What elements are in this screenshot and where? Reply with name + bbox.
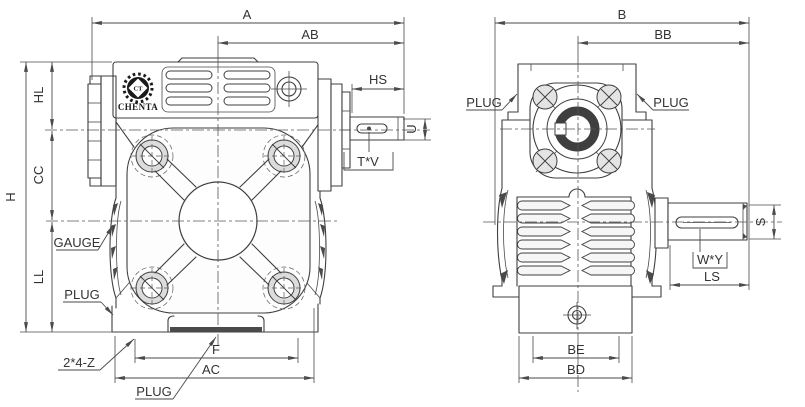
dim-tv-label: T*V: [357, 154, 379, 169]
dim-h: H: [3, 61, 112, 333]
dim-cc-label: CC: [31, 166, 46, 185]
front-dimensions: A AB HS U T*V: [3, 7, 431, 400]
base-recess: [170, 327, 262, 332]
side-base: [492, 279, 662, 334]
side-dimensions: B BB PLUG PLUG S: [466, 7, 781, 383]
dim-bb: BB: [578, 27, 749, 45]
plug-bottom-label: PLUG: [136, 384, 171, 399]
input-keyway: [356, 123, 388, 134]
flange-bolt: [532, 148, 558, 174]
dim-hs: HS: [351, 72, 404, 113]
dim-tv: T*V: [343, 132, 394, 171]
output-shaft: [654, 197, 748, 249]
callout-gauge: GAUGE: [54, 224, 114, 251]
dim-bb-label: BB: [654, 27, 671, 42]
plug-side-label: PLUG: [64, 287, 99, 302]
flange-bolt: [532, 84, 558, 110]
dim-be: BE: [532, 336, 620, 363]
dim-u-label: U: [404, 124, 419, 133]
dim-holes-label: 2*4-Z: [63, 355, 95, 370]
callout-plug-side: PLUG: [63, 287, 114, 316]
top-cover: CT CHENTA: [112, 57, 319, 119]
flange-bolt: [596, 84, 622, 110]
dim-hl-label: HL: [31, 87, 46, 104]
dim-s-label: S: [753, 217, 768, 226]
dim-a: A: [91, 7, 405, 114]
logo-monogram: CT: [133, 86, 143, 93]
dim-h-label: H: [3, 192, 18, 201]
side-view: B BB PLUG PLUG S: [466, 7, 782, 392]
dim-b-label: B: [618, 7, 627, 22]
dim-f: F: [134, 338, 299, 363]
face-bolt: [262, 134, 306, 178]
callout-plug-left: PLUG: [466, 93, 518, 111]
gauge-label: GAUGE: [54, 235, 101, 250]
face-ribs: [154, 158, 282, 286]
face-bolt: [130, 266, 174, 310]
dim-f-label: F: [212, 342, 220, 357]
oil-gauge-boss: [109, 197, 122, 299]
dim-cc: CC: [31, 131, 54, 220]
cover-screw-icon: [271, 71, 307, 107]
dim-wy-label: W*Y: [697, 252, 723, 267]
dim-bd: BD: [518, 336, 633, 383]
worm-shaft: [317, 78, 405, 192]
housing-body: [109, 117, 327, 333]
dim-ac-label: AC: [202, 362, 220, 377]
dim-ll-label: LL: [31, 270, 46, 284]
dim-u: U: [403, 118, 431, 141]
face-bolt: [262, 266, 306, 310]
dim-ls: LS: [669, 245, 749, 290]
dim-a-label: A: [243, 7, 252, 22]
dim-bd-label: BD: [567, 362, 585, 377]
dim-hl: HL: [31, 62, 54, 129]
dim-holes: 2*4-Z: [58, 338, 135, 371]
worm-housing-left: [496, 187, 509, 285]
dim-ab: AB: [218, 27, 404, 45]
chenta-logo-icon: CT: [122, 72, 154, 104]
output-face-plate: [126, 127, 311, 314]
dim-b: B: [494, 7, 750, 290]
base-bolt-icon: [563, 302, 591, 329]
input-flange-side: [501, 63, 653, 189]
dim-hs-label: HS: [369, 72, 387, 87]
dim-ll: LL: [31, 222, 54, 332]
brand-name: CHENTA: [118, 102, 158, 112]
side-boss-right: [314, 197, 327, 299]
cooling-fins: [516, 188, 635, 287]
dim-be-label: BE: [567, 342, 585, 357]
plug-right-label: PLUG: [653, 95, 688, 110]
plug-left-label: PLUG: [466, 95, 501, 110]
dim-wy: W*Y: [692, 229, 728, 269]
callout-plug-right: PLUG: [636, 93, 689, 111]
callout-plug-bottom: PLUG: [135, 336, 217, 400]
dim-ac: AC: [114, 308, 315, 383]
flange-bolt: [596, 148, 622, 174]
input-bearing-face: [529, 82, 623, 179]
face-bolt: [130, 134, 174, 178]
dim-ab-label: AB: [301, 27, 318, 42]
side-centerlines: [483, 36, 782, 392]
dim-s: S: [749, 204, 781, 240]
input-flange: [87, 75, 117, 187]
dim-ls-label: LS: [704, 269, 720, 284]
front-view: CT CHENTA: [3, 7, 431, 400]
front-centerlines: [45, 36, 430, 348]
